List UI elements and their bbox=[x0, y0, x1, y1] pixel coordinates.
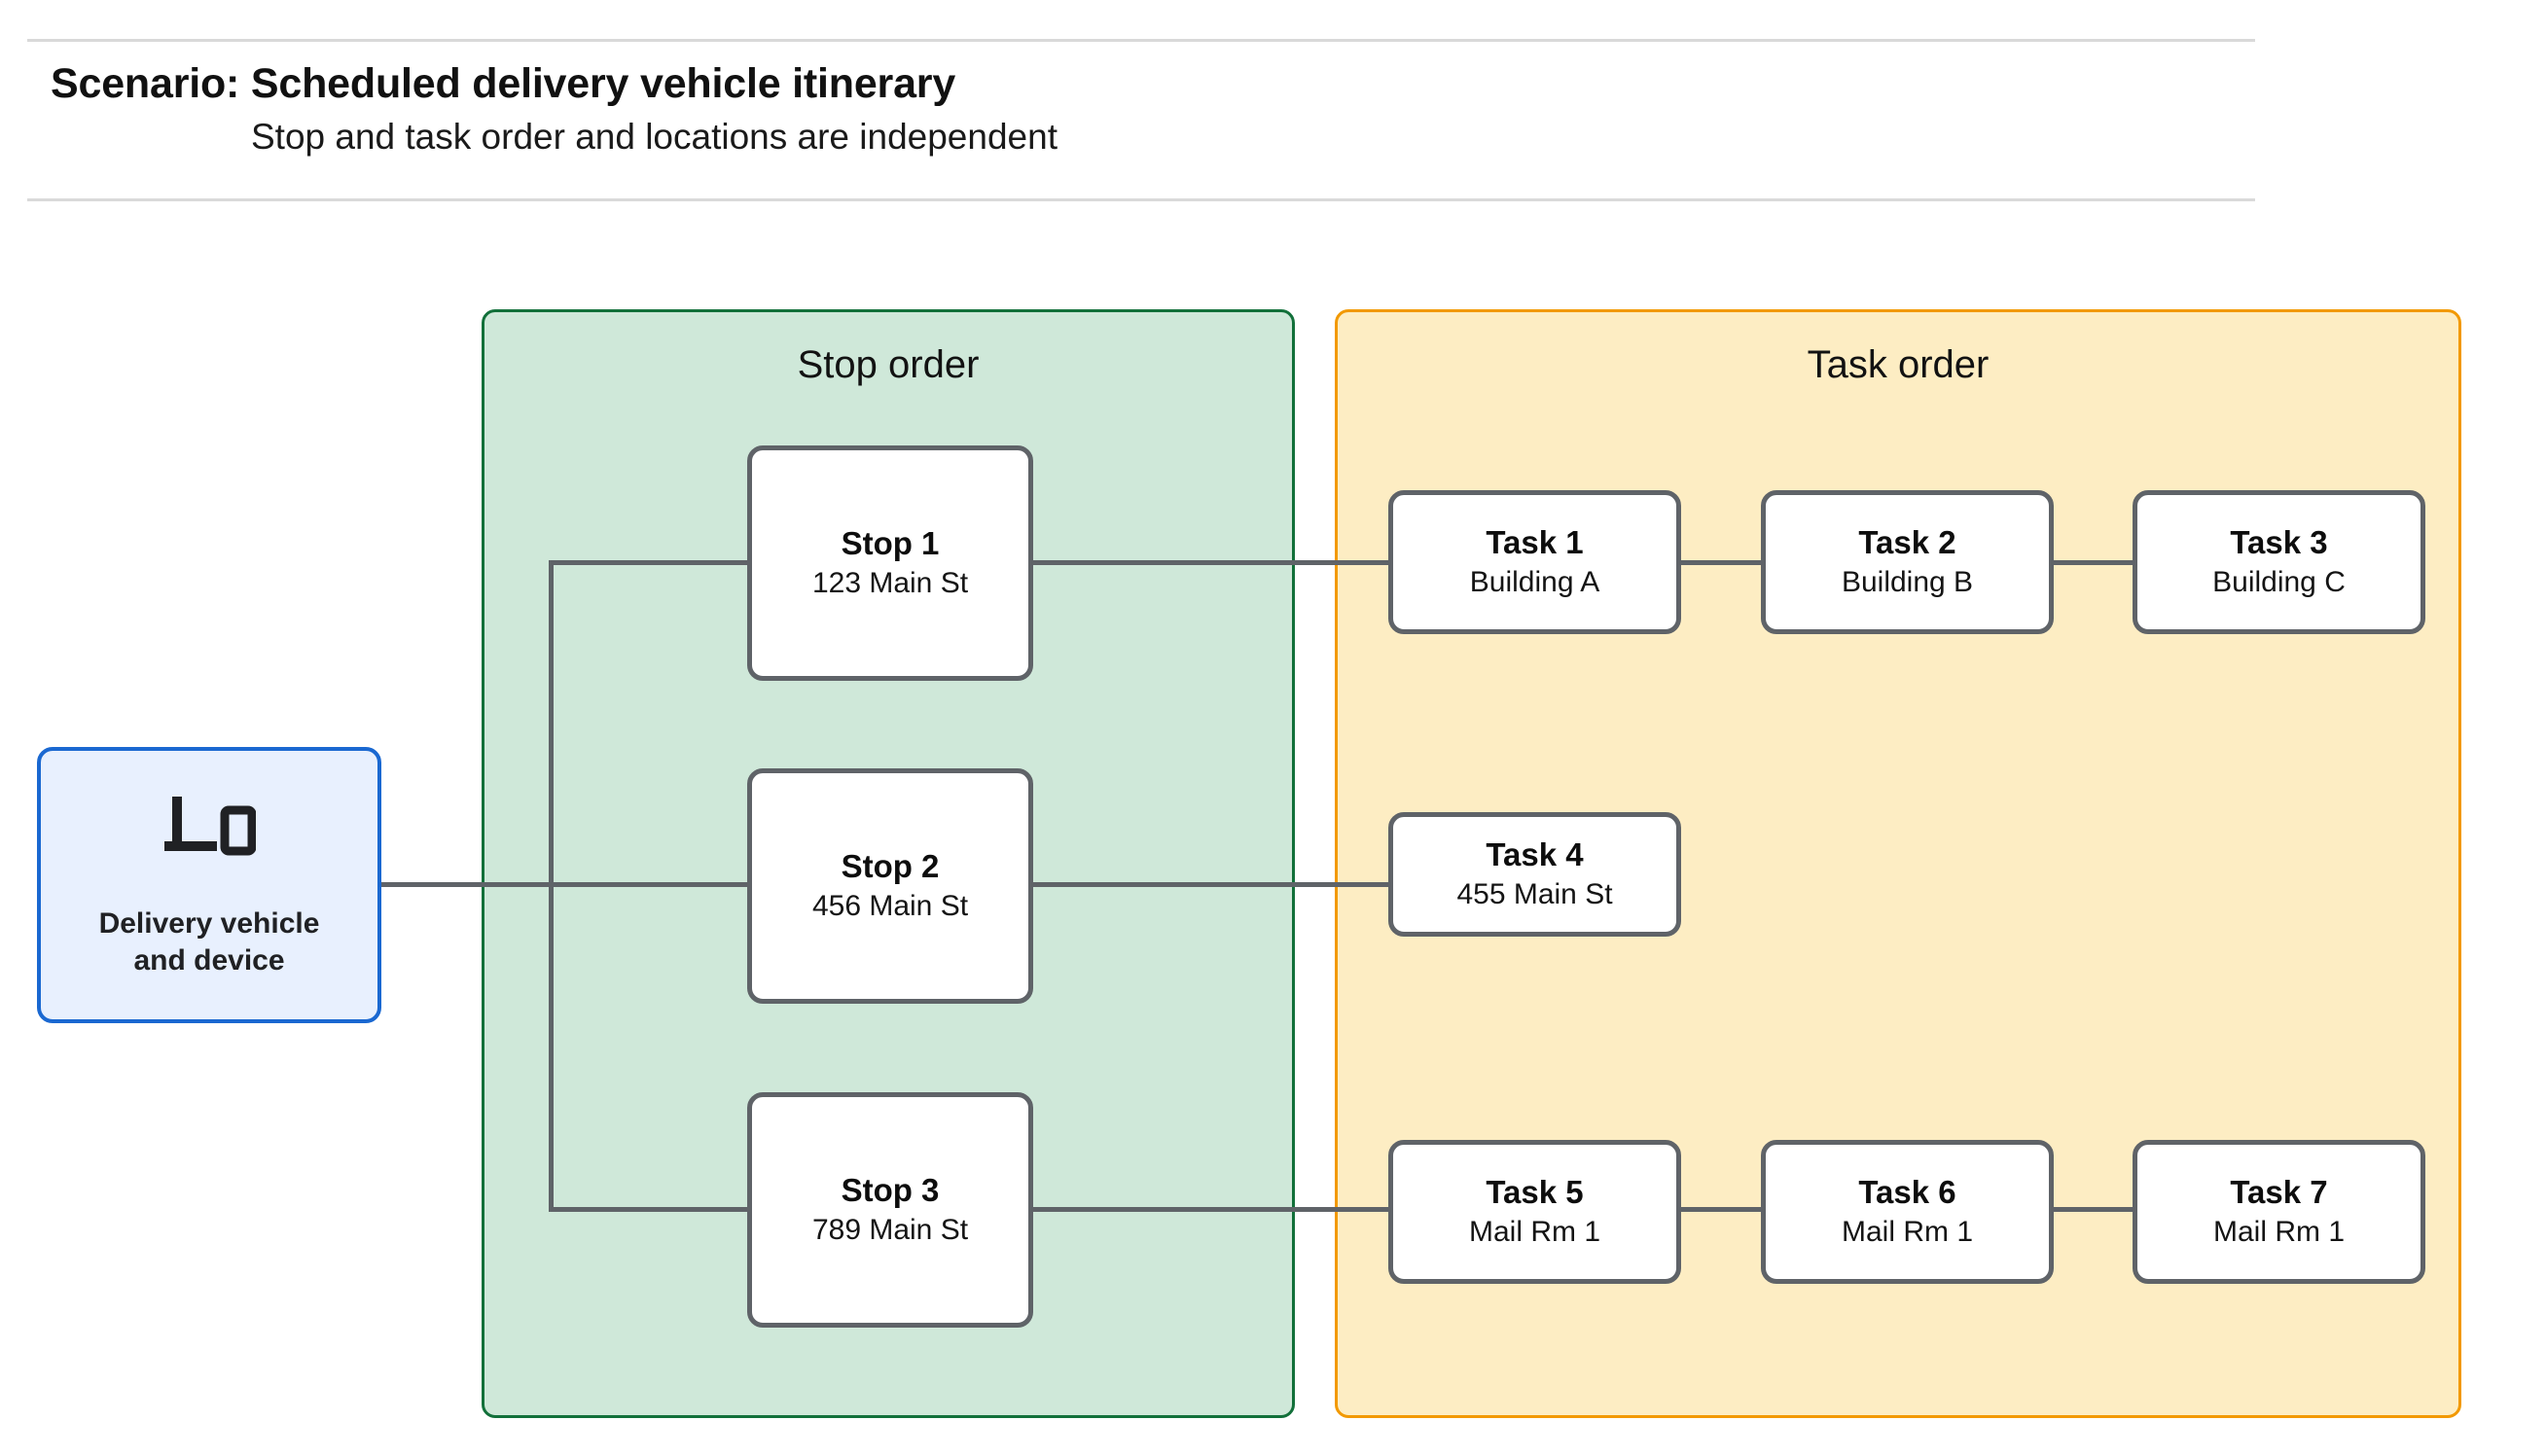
task-node-title: Task 4 bbox=[1486, 836, 1584, 873]
task-node-title: Task 6 bbox=[1858, 1174, 1956, 1211]
stop-node-location: 789 Main St bbox=[811, 1213, 969, 1246]
stop-node-location: 456 Main St bbox=[811, 889, 969, 922]
connector-task-6-to-task-7 bbox=[2050, 1207, 2137, 1212]
task-node-1[interactable]: Task 1 Building A bbox=[1388, 490, 1681, 634]
header-divider-top bbox=[27, 39, 2255, 42]
connector-task-1-to-task-2 bbox=[1677, 560, 1765, 565]
task-node-2[interactable]: Task 2 Building B bbox=[1761, 490, 2054, 634]
connector-trunk-to-stop-2 bbox=[549, 882, 751, 887]
stop-node-location: 123 Main St bbox=[811, 566, 969, 599]
header-divider-bottom bbox=[27, 198, 2255, 201]
stop-node-title: Stop 2 bbox=[841, 848, 940, 885]
task-node-location: 455 Main St bbox=[1456, 877, 1613, 910]
delivery-vehicle-node[interactable]: Delivery vehicle and device bbox=[37, 747, 381, 1023]
task-node-location: Mail Rm 1 bbox=[2212, 1215, 2345, 1248]
stop-node-1[interactable]: Stop 1 123 Main St bbox=[747, 445, 1033, 681]
delivery-vehicle-label: Delivery vehicle and device bbox=[98, 906, 320, 977]
task-node-6[interactable]: Task 6 Mail Rm 1 bbox=[1761, 1140, 2054, 1284]
devices-icon bbox=[164, 796, 256, 856]
stop-node-3[interactable]: Stop 3 789 Main St bbox=[747, 1092, 1033, 1328]
connector-trunk-to-stop-1 bbox=[549, 560, 751, 565]
task-node-3[interactable]: Task 3 Building C bbox=[2133, 490, 2425, 634]
connector-vehicle-to-trunk bbox=[381, 882, 553, 887]
connector-trunk-to-stop-3 bbox=[549, 1207, 751, 1212]
task-node-location: Building C bbox=[2212, 565, 2346, 598]
task-node-7[interactable]: Task 7 Mail Rm 1 bbox=[2133, 1140, 2425, 1284]
task-node-location: Mail Rm 1 bbox=[1468, 1215, 1600, 1248]
task-node-title: Task 7 bbox=[2230, 1174, 2328, 1211]
connector-stop-2-to-task-4 bbox=[1029, 882, 1392, 887]
task-node-title: Task 2 bbox=[1858, 524, 1956, 561]
task-node-location: Building B bbox=[1841, 565, 1974, 598]
connector-task-2-to-task-3 bbox=[2050, 560, 2137, 565]
page-subtitle: Stop and task order and locations are in… bbox=[251, 117, 1058, 157]
task-node-title: Task 3 bbox=[2230, 524, 2328, 561]
task-node-title: Task 5 bbox=[1486, 1174, 1584, 1211]
page-title: Scenario: Scheduled delivery vehicle iti… bbox=[51, 60, 956, 107]
task-node-title: Task 1 bbox=[1486, 524, 1584, 561]
task-node-location: Building A bbox=[1469, 565, 1600, 598]
connector-task-5-to-task-6 bbox=[1677, 1207, 1765, 1212]
stop-order-panel-title: Stop order bbox=[797, 343, 980, 386]
task-order-panel-title: Task order bbox=[1807, 343, 1990, 386]
connector-stop-1-to-task-1 bbox=[1029, 560, 1392, 565]
stop-node-title: Stop 1 bbox=[841, 525, 940, 562]
task-node-4[interactable]: Task 4 455 Main St bbox=[1388, 812, 1681, 937]
task-node-location: Mail Rm 1 bbox=[1841, 1215, 1973, 1248]
task-node-5[interactable]: Task 5 Mail Rm 1 bbox=[1388, 1140, 1681, 1284]
connector-stop-3-to-task-5 bbox=[1029, 1207, 1392, 1212]
stop-node-2[interactable]: Stop 2 456 Main St bbox=[747, 768, 1033, 1004]
stop-node-title: Stop 3 bbox=[841, 1172, 940, 1209]
